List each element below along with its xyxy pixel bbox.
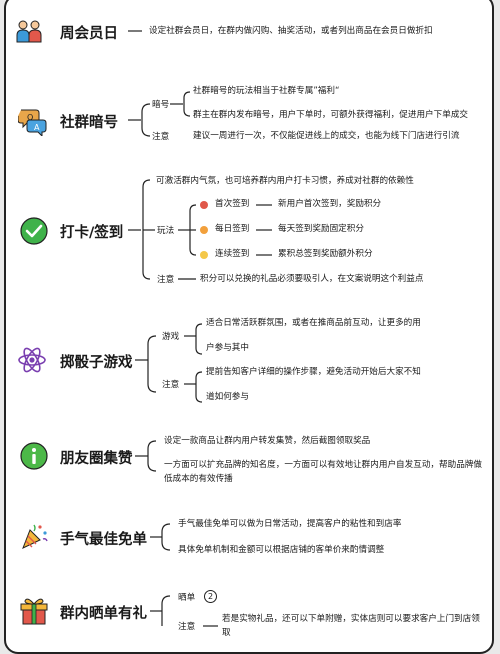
checkin-intro: 可激活群内气氛，也可培养群内用户打卡习惯，养成对社群的依赖性 bbox=[156, 176, 414, 186]
moments-point-1: 设定一款商品让群内用户转发集赞，然后截图领取奖品 bbox=[164, 436, 371, 446]
branch-label-game: 游戏 bbox=[162, 332, 180, 342]
luck-point-1: 手气最佳免单可以做为日常活动，提高客户的粘性和到店率 bbox=[178, 519, 402, 529]
svg-text:A: A bbox=[34, 123, 40, 132]
chat-bubbles-icon: Q A bbox=[17, 106, 48, 138]
checkmark-circle-icon bbox=[19, 216, 49, 246]
checkin-first-label: 首次签到 bbox=[215, 199, 250, 209]
code-note: 建议一周进行一次，不仅能促进线上的成交，也能为线下门店进行引流 bbox=[193, 131, 460, 141]
section-title-dice-game: 掷骰子游戏 bbox=[60, 355, 133, 371]
branch-label-code: 暗号 bbox=[152, 100, 170, 110]
info-circle-icon bbox=[19, 441, 49, 471]
checkin-daily-desc: 每天签到奖励固定积分 bbox=[278, 224, 364, 234]
luck-point-2: 具体免单机制和金额可以根据店铺的客单价来酌情调整 bbox=[178, 545, 385, 555]
moments-point-2: 一方面可以扩充品牌的知名度，一方面可以有效地让群内用户自发互动，帮助品牌做低成本… bbox=[164, 460, 482, 484]
number-badge: 2 bbox=[204, 590, 217, 603]
section-title-checkin: 打卡/签到 bbox=[60, 225, 124, 241]
section-title-group-code: 社群暗号 bbox=[60, 115, 118, 131]
checkin-streak-desc: 累积总签到奖励额外积分 bbox=[278, 249, 373, 259]
mindmap-card bbox=[4, 0, 494, 654]
code-point-2: 群主在群内发布暗号，用户下单时，可额外获得福利，促进用户下单成交 bbox=[193, 110, 469, 120]
branch-label-play: 玩法 bbox=[157, 226, 175, 236]
branch-label-note: 注意 bbox=[152, 132, 170, 142]
code-point-1: 社群暗号的玩法相当于社群专属”福利“ bbox=[193, 86, 340, 96]
atom-icon bbox=[17, 345, 47, 375]
branch-label-note: 注意 bbox=[162, 380, 180, 390]
game-point-2: 户参与其中 bbox=[206, 343, 249, 353]
checkin-first-desc: 新用户首次签到，奖励积分 bbox=[278, 199, 382, 209]
game-point-1: 适合日常活跃群氛围，或者在推商品前互动，让更多的用 bbox=[206, 318, 421, 328]
section-title-share-order: 群内晒单有礼 bbox=[60, 606, 147, 622]
game-note-1: 提前告知客户详细的操作步骤，避免活动开始后大家不知 bbox=[206, 367, 421, 377]
member-day-desc: 设定社群会员日，在群内做闪购、抽奖活动，或者列出商品在会员日做折扣 bbox=[149, 26, 433, 36]
checkin-streak-label: 连续签到 bbox=[215, 249, 250, 259]
people-icon bbox=[14, 16, 44, 46]
section-title-moments-likes: 朋友圈集赞 bbox=[60, 451, 133, 467]
share-note: 若是实物礼品，还可以下单附赠，实体店则可以要求客户上门到店领取 bbox=[222, 614, 480, 638]
branch-label-note: 注意 bbox=[178, 622, 196, 632]
checkin-note: 积分可以兑换的礼品必须要吸引人，在文案说明这个利益点 bbox=[200, 274, 424, 284]
red-dot-icon bbox=[200, 201, 208, 209]
yellow-dot-icon bbox=[200, 251, 208, 259]
branch-label-share: 晒单 bbox=[178, 593, 196, 603]
section-title-best-luck-free: 手气最佳免单 bbox=[60, 532, 147, 548]
svg-text:Q: Q bbox=[27, 113, 33, 122]
checkin-daily-label: 每日签到 bbox=[215, 224, 250, 234]
game-note-2: 道如何参与 bbox=[206, 392, 249, 402]
party-popper-icon bbox=[19, 521, 49, 551]
gift-icon bbox=[19, 596, 49, 626]
section-title-member-day: 周会员日 bbox=[60, 26, 118, 42]
orange-dot-icon bbox=[200, 226, 208, 234]
branch-label-note: 注意 bbox=[157, 275, 175, 285]
